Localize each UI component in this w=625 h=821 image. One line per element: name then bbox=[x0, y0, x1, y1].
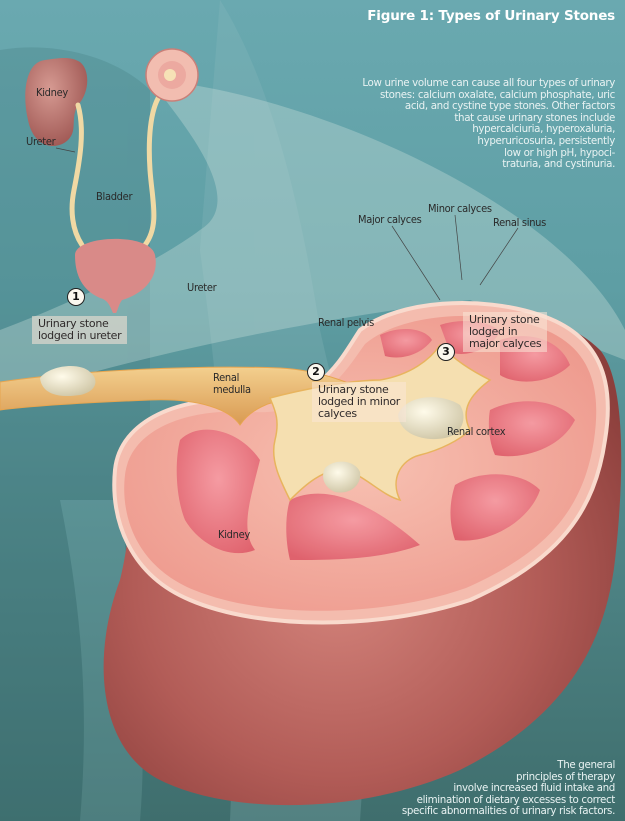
label-line: medulla bbox=[213, 383, 251, 396]
therapy-line: The general bbox=[557, 759, 615, 771]
callout-line: major calyces bbox=[469, 337, 542, 350]
intro-line: hyperuricosuria, persistently bbox=[477, 134, 615, 147]
callout-number-3: 3 bbox=[437, 343, 455, 361]
callout-stone-major-calyces: Urinary stone lodged in major calyces bbox=[463, 312, 548, 352]
therapy-line: principles of therapy bbox=[516, 770, 615, 783]
label-minor-calyces: Minor calyces bbox=[428, 202, 492, 215]
callout-stone-minor-calyces: Urinary stone lodged in minor calyces bbox=[312, 382, 407, 422]
intro-line: low or high pH, hypoci- bbox=[504, 146, 615, 159]
bladder-shape bbox=[75, 238, 156, 313]
label-ureter: Ureter bbox=[187, 281, 217, 294]
label-renal-pelvis: Renal pelvis bbox=[318, 316, 374, 329]
therapy-line: involve increased fluid intake and bbox=[453, 782, 615, 795]
label-renal-cortex: Renal cortex bbox=[447, 425, 506, 438]
callout-line: lodged in minor bbox=[318, 395, 401, 408]
intro-line: traturia, and cystinuria. bbox=[502, 158, 615, 171]
intro-line: acid, and cystine type stones. Other fac… bbox=[404, 100, 615, 113]
intro-paragraph: Low urine volume can cause all four type… bbox=[362, 77, 615, 171]
therapy-paragraph: The general principles of therapy involv… bbox=[401, 759, 616, 818]
intro-line: that cause urinary stones include bbox=[454, 111, 615, 124]
intro-line: Low urine volume can cause all four type… bbox=[362, 77, 615, 89]
magnification-cone bbox=[0, 80, 625, 400]
label-small-kidney: Kidney bbox=[36, 86, 68, 99]
label-line: Renal bbox=[213, 371, 240, 384]
callout-number-1: 1 bbox=[67, 288, 85, 306]
callout-number-2: 2 bbox=[307, 363, 325, 381]
intro-line: hypercalciuria, hyperoxaluria, bbox=[472, 123, 615, 136]
figure-title: Figure 1: Types of Urinary Stones bbox=[367, 8, 615, 24]
label-kidney: Kidney bbox=[218, 528, 250, 541]
callout-line: Urinary stone bbox=[318, 383, 389, 396]
label-small-ureter: Ureter bbox=[26, 135, 56, 148]
callout-line: lodged in ureter bbox=[38, 329, 122, 342]
stone-2 bbox=[323, 461, 361, 493]
small-kidney-shape bbox=[25, 58, 88, 146]
callout-line: Urinary stone bbox=[469, 313, 540, 326]
label-bladder: Bladder bbox=[96, 190, 133, 203]
callout-line: Urinary stone bbox=[38, 317, 109, 330]
callout-stone-ureter: Urinary stone lodged in ureter bbox=[32, 316, 128, 344]
therapy-line: specific abnormalities of urinary risk f… bbox=[401, 805, 615, 818]
intro-line: stones: calcium oxalate, calcium phospha… bbox=[379, 88, 615, 101]
renal-pelvis bbox=[268, 343, 492, 502]
stone-3 bbox=[398, 397, 464, 440]
callout-line: calyces bbox=[318, 407, 357, 420]
label-major-calyces: Major calyces bbox=[358, 213, 422, 226]
callout-line: lodged in bbox=[469, 325, 518, 338]
label-renal-medulla: Renal medulla bbox=[213, 372, 251, 396]
label-renal-sinus: Renal sinus bbox=[493, 216, 547, 229]
therapy-line: elimination of dietary excesses to corre… bbox=[416, 793, 616, 806]
stone-1 bbox=[40, 366, 96, 397]
